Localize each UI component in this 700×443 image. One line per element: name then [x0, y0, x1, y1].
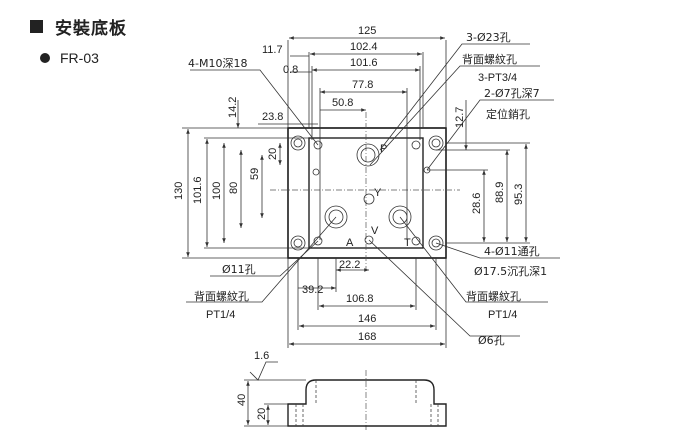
- dim-11-7: 11.7: [262, 44, 283, 56]
- dim-80: 80: [228, 182, 240, 194]
- dim-101-6: 101.6: [350, 57, 378, 69]
- callout-back-thread-right: 背面螺紋孔: [466, 289, 521, 303]
- dim-101-6-v: 101.6: [192, 176, 204, 204]
- port-p: P: [380, 143, 387, 155]
- callouts: 4-M10深18 3-Ø23孔 背面螺紋孔 3-PT3/4 2-Ø7孔深7 定位…: [186, 31, 560, 347]
- callout-pt34: 3-PT3/4: [478, 72, 517, 84]
- left-dimensions: 130 101.6 100 80 59 20 14.2: [173, 97, 309, 259]
- dim-106-8: 106.8: [346, 293, 374, 305]
- bottom-dimensions: 168 146 106.8 39.2 22.2: [287, 258, 447, 348]
- dim-77-8: 77.8: [352, 79, 373, 91]
- dim-23-8: 23.8: [262, 111, 283, 123]
- ports: P A T Y V: [312, 143, 431, 249]
- dim-20: 20: [267, 148, 279, 160]
- model-text: FR-03: [60, 50, 99, 66]
- dim-40: 40: [236, 394, 248, 406]
- port-y: Y: [374, 187, 382, 199]
- square-bullet-icon: [30, 20, 43, 33]
- port-a: A: [346, 237, 354, 249]
- dim-100: 100: [211, 182, 223, 200]
- callout-d11-through: 4-Ø11通孔: [484, 245, 540, 258]
- callout-d11: Ø11孔: [222, 263, 256, 276]
- corner-holes: [290, 135, 444, 251]
- callout-locate: 定位銷孔: [486, 107, 530, 121]
- dim-14-2: 14.2: [227, 97, 239, 118]
- port-t: T: [404, 237, 411, 249]
- port-v: V: [371, 225, 379, 237]
- dim-130: 130: [173, 182, 185, 200]
- callout-d17: Ø17.5沉孔深1: [474, 265, 547, 278]
- dim-39-2: 39.2: [302, 284, 323, 296]
- side-view: 1.6 40 20: [236, 350, 447, 430]
- callout-d23: 3-Ø23孔: [466, 31, 511, 44]
- dim-22-2: 22.2: [339, 259, 360, 271]
- callout-d7: 2-Ø7孔深7: [484, 87, 540, 100]
- dim-168: 168: [358, 331, 376, 343]
- title-text: 安裝底板: [55, 19, 127, 38]
- dim-28-6: 28.6: [471, 193, 483, 214]
- dim-20-side: 20: [256, 408, 268, 420]
- callout-back-thread-left: 背面螺紋孔: [194, 289, 249, 303]
- callout-m10: 4-M10深18: [188, 57, 247, 70]
- top-dimensions: 125 102.4 101.6 77.8 50.8 11.7 0.8 23.8: [258, 25, 447, 240]
- right-dimensions: 95.3 88.9 28.6 12.7: [427, 100, 530, 244]
- dim-125: 125: [358, 25, 376, 37]
- m10-holes: [313, 140, 421, 246]
- dim-95-3: 95.3: [513, 184, 525, 205]
- callout-d6: Ø6孔: [478, 334, 505, 347]
- circle-bullet-icon: [40, 53, 50, 63]
- model-label: FR-03: [40, 50, 99, 66]
- callout-pt14-left: PT1/4: [206, 309, 235, 321]
- dim-12-7: 12.7: [454, 107, 466, 128]
- dim-102-4: 102.4: [350, 41, 378, 53]
- dim-50-8: 50.8: [332, 97, 353, 109]
- callout-pt14-right: PT1/4: [488, 309, 517, 321]
- dim-1-6: 1.6: [254, 350, 269, 362]
- dim-88-9: 88.9: [494, 182, 506, 203]
- callout-back-thread-top: 背面螺紋孔: [462, 52, 517, 66]
- dim-59: 59: [249, 168, 261, 180]
- dim-146: 146: [358, 313, 376, 325]
- dim-0-8: 0.8: [283, 64, 298, 76]
- section-title: 安裝底板: [30, 14, 127, 39]
